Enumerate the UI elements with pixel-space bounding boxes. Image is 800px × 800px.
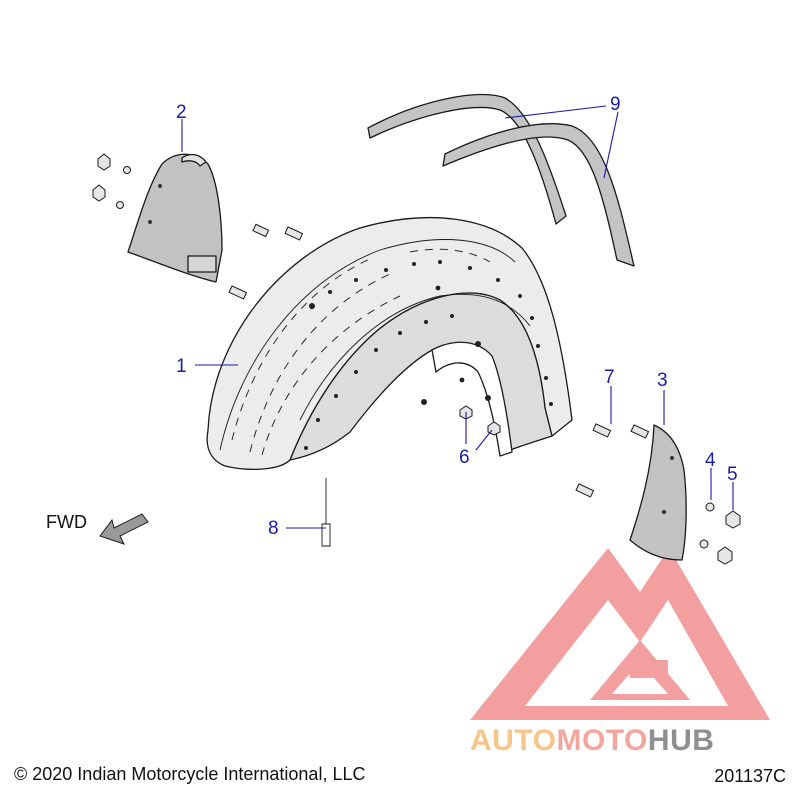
fwd-arrow-icon (99, 513, 149, 545)
washer-icon (699, 502, 715, 549)
callout-3: 3 (657, 370, 668, 391)
watermark-text-hub: HUB (648, 724, 715, 757)
bolt-icon (575, 423, 650, 498)
watermark-text: AUTOMOTOHUB (470, 724, 714, 757)
callout-2: 2 (176, 102, 187, 123)
fwd-indicator: FWD (46, 512, 149, 545)
fender (206, 216, 573, 470)
clip-icon (321, 478, 331, 547)
watermark-text-auto: AUTO (470, 724, 556, 757)
callout-7: 7 (604, 367, 615, 388)
right-side-panel (629, 424, 687, 561)
drawing-number: 201137C (714, 766, 786, 786)
callout-8: 8 (268, 518, 279, 539)
watermark-text-moto: MOTO (556, 724, 647, 757)
callout-labels: 2 1 3 4 5 6 7 8 9 (176, 94, 738, 539)
fastener-icon (459, 405, 501, 436)
left-panel-hardware (92, 153, 131, 209)
callout-5: 5 (727, 464, 738, 485)
callout-1: 1 (176, 356, 187, 377)
callout-4: 4 (705, 450, 716, 471)
bolt-icon (228, 223, 304, 300)
left-side-panel (127, 153, 223, 283)
fwd-label: FWD (46, 512, 87, 532)
callout-leaders (181, 105, 734, 529)
watermark-logo-icon (470, 548, 770, 720)
callout-6: 6 (459, 447, 470, 468)
trim-strips (367, 93, 635, 267)
copyright-notice: © 2020 Indian Motorcycle International, … (14, 764, 366, 784)
nut-icon (717, 510, 741, 565)
callout-9: 9 (610, 94, 621, 115)
